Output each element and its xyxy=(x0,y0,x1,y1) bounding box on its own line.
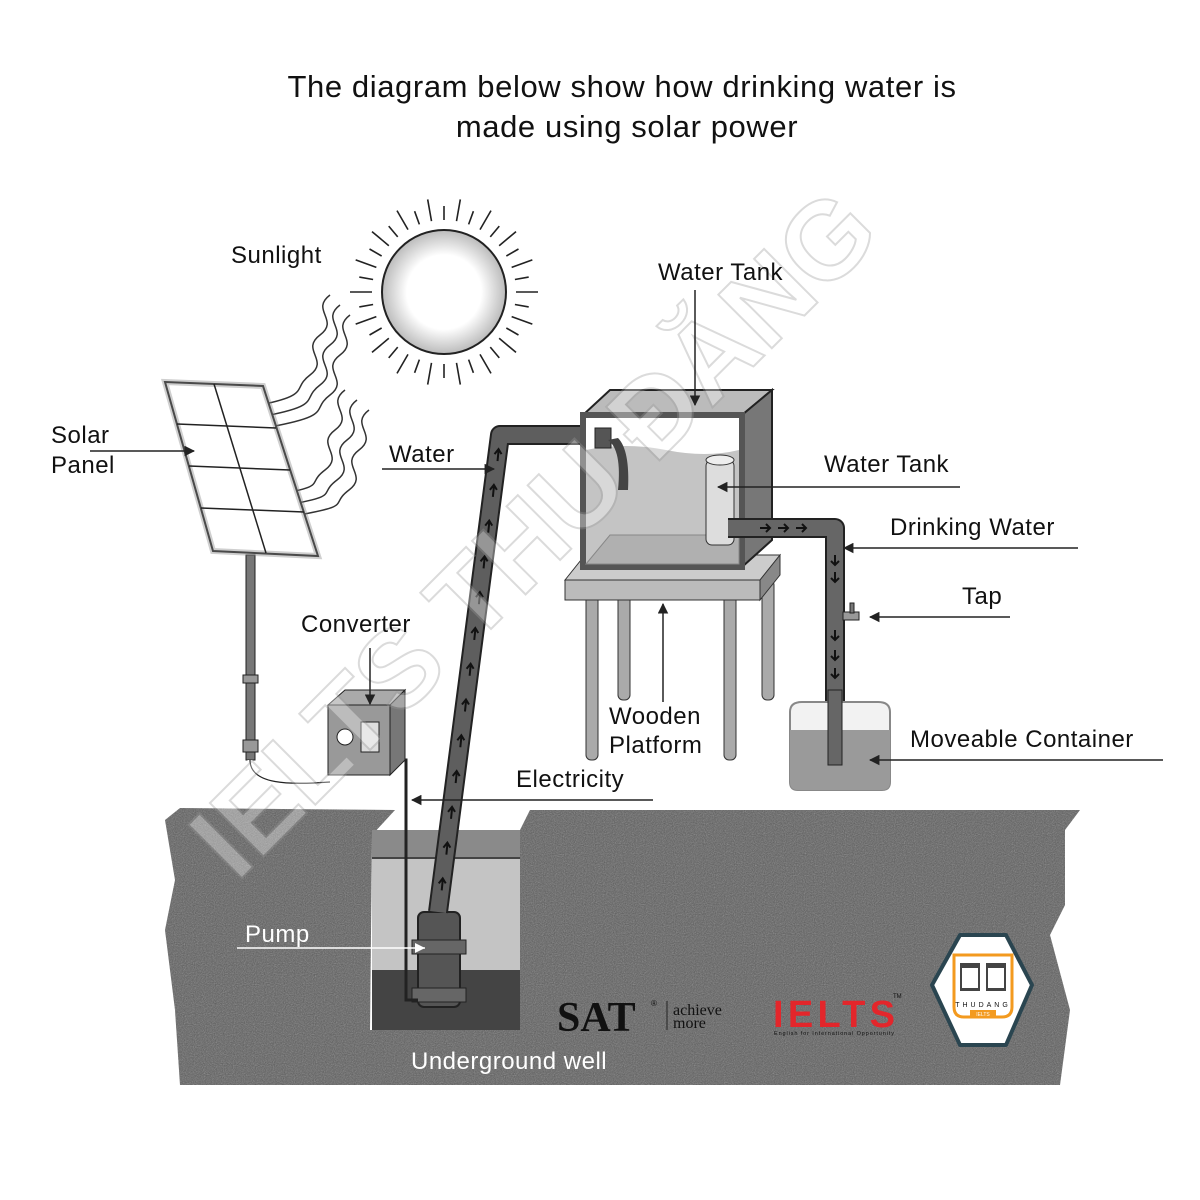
flow-arrow-icon xyxy=(484,518,494,533)
label-pump: Pump xyxy=(245,921,310,948)
water-tank xyxy=(580,387,775,570)
sun-ray xyxy=(511,259,533,269)
sun-ray xyxy=(413,359,421,374)
sun-ray xyxy=(371,230,390,247)
sun-ray xyxy=(388,346,399,359)
title-line-2: made using solar power xyxy=(456,109,798,144)
sun-ray xyxy=(359,303,374,308)
label-tap: Tap xyxy=(962,583,1002,610)
drinking-water-pipe xyxy=(728,518,845,712)
sun-ray xyxy=(413,210,421,225)
flow-arrow-icon xyxy=(479,554,489,569)
sun-ray xyxy=(396,353,409,374)
solar-panel xyxy=(160,378,331,786)
svg-text:SAT: SAT xyxy=(557,995,636,1041)
svg-text:achieve: achieve xyxy=(673,1002,722,1019)
flow-arrow-icon xyxy=(456,733,466,748)
flow-arrow-icon xyxy=(489,483,498,497)
flow-arrow-icon xyxy=(461,697,470,712)
sunlight-rays xyxy=(249,294,370,516)
label-underground-well: Underground well xyxy=(411,1048,607,1075)
sun-ray xyxy=(498,230,517,247)
sun-ray xyxy=(479,210,492,231)
label-moveable-container: Moveable Container xyxy=(910,726,1134,753)
sun-ray xyxy=(514,303,529,308)
flow-arrow-icon xyxy=(447,805,456,819)
label-converter: Converter xyxy=(301,611,411,638)
sun-ray xyxy=(426,362,433,385)
sun-ray xyxy=(505,327,519,336)
label-solar-panel-2: Panel xyxy=(51,452,115,479)
label-solar-panel-1: Solar xyxy=(51,422,110,449)
thudang-logo: THUDANG IELTS xyxy=(930,933,1034,1047)
label-water-tank-top: Water Tank xyxy=(658,259,784,286)
label-water-tank-inner: Water Tank xyxy=(824,451,950,478)
sun-ray xyxy=(479,353,492,374)
flow-arrow-icon xyxy=(451,769,461,784)
sun-ray xyxy=(455,362,462,385)
ground xyxy=(165,808,1080,1085)
sun-ray xyxy=(369,327,383,336)
sat-logo: SAT ® achieve more xyxy=(557,995,722,1041)
sun-ray xyxy=(489,225,500,238)
sun-ray xyxy=(514,276,529,281)
label-sunlight: Sunlight xyxy=(231,242,322,269)
sun-ray xyxy=(505,248,519,257)
sun-ray xyxy=(388,225,399,238)
sun-ray xyxy=(426,199,433,222)
flow-arrow-icon xyxy=(437,876,447,891)
label-drinking-water: Drinking Water xyxy=(890,514,1055,541)
converter xyxy=(326,688,407,777)
flow-arrow-icon xyxy=(475,590,484,605)
sun-ray xyxy=(355,315,377,325)
labels: Sunlight Solar Panel Water Tank Water Wa… xyxy=(51,242,1163,1075)
sun-ray xyxy=(467,210,475,225)
sun-ray xyxy=(489,346,500,359)
sun-ray xyxy=(455,199,462,222)
sun-ray xyxy=(359,276,374,281)
flow-arrow-icon xyxy=(470,626,480,641)
svg-text:more: more xyxy=(673,1015,706,1032)
sun-ray xyxy=(396,210,409,231)
svg-text:IELTS: IELTS xyxy=(773,994,895,1036)
title-line-1: The diagram below show how drinking wate… xyxy=(287,69,956,104)
water-pipe xyxy=(428,425,588,914)
sun-ray xyxy=(511,315,533,325)
tap-icon xyxy=(842,602,860,621)
ielts-logo: IELTS TM English for International Oppor… xyxy=(773,994,902,1037)
sun-ray xyxy=(371,337,390,354)
label-electricity: Electricity xyxy=(516,766,624,793)
svg-text:IELTS: IELTS xyxy=(976,1012,990,1018)
sun-ray xyxy=(498,337,517,354)
flow-arrow-icon xyxy=(493,447,503,462)
label-wooden-platform-1: Wooden xyxy=(609,703,701,730)
flow-arrow-icon xyxy=(442,840,452,855)
svg-text:English for International Oppo: English for International Opportunity xyxy=(774,1031,894,1037)
label-water: Water xyxy=(389,441,455,468)
sun-ray xyxy=(369,248,383,257)
svg-text:THUDANG: THUDANG xyxy=(955,1002,1011,1009)
svg-text:TM: TM xyxy=(893,994,902,1000)
svg-text:®: ® xyxy=(651,999,657,1008)
moveable-container xyxy=(789,689,891,791)
sun-ray xyxy=(467,359,475,374)
label-wooden-platform-2: Platform xyxy=(609,732,702,759)
sun-ray xyxy=(355,259,377,269)
flow-arrow-icon xyxy=(465,661,475,676)
sun-icon xyxy=(350,199,538,385)
